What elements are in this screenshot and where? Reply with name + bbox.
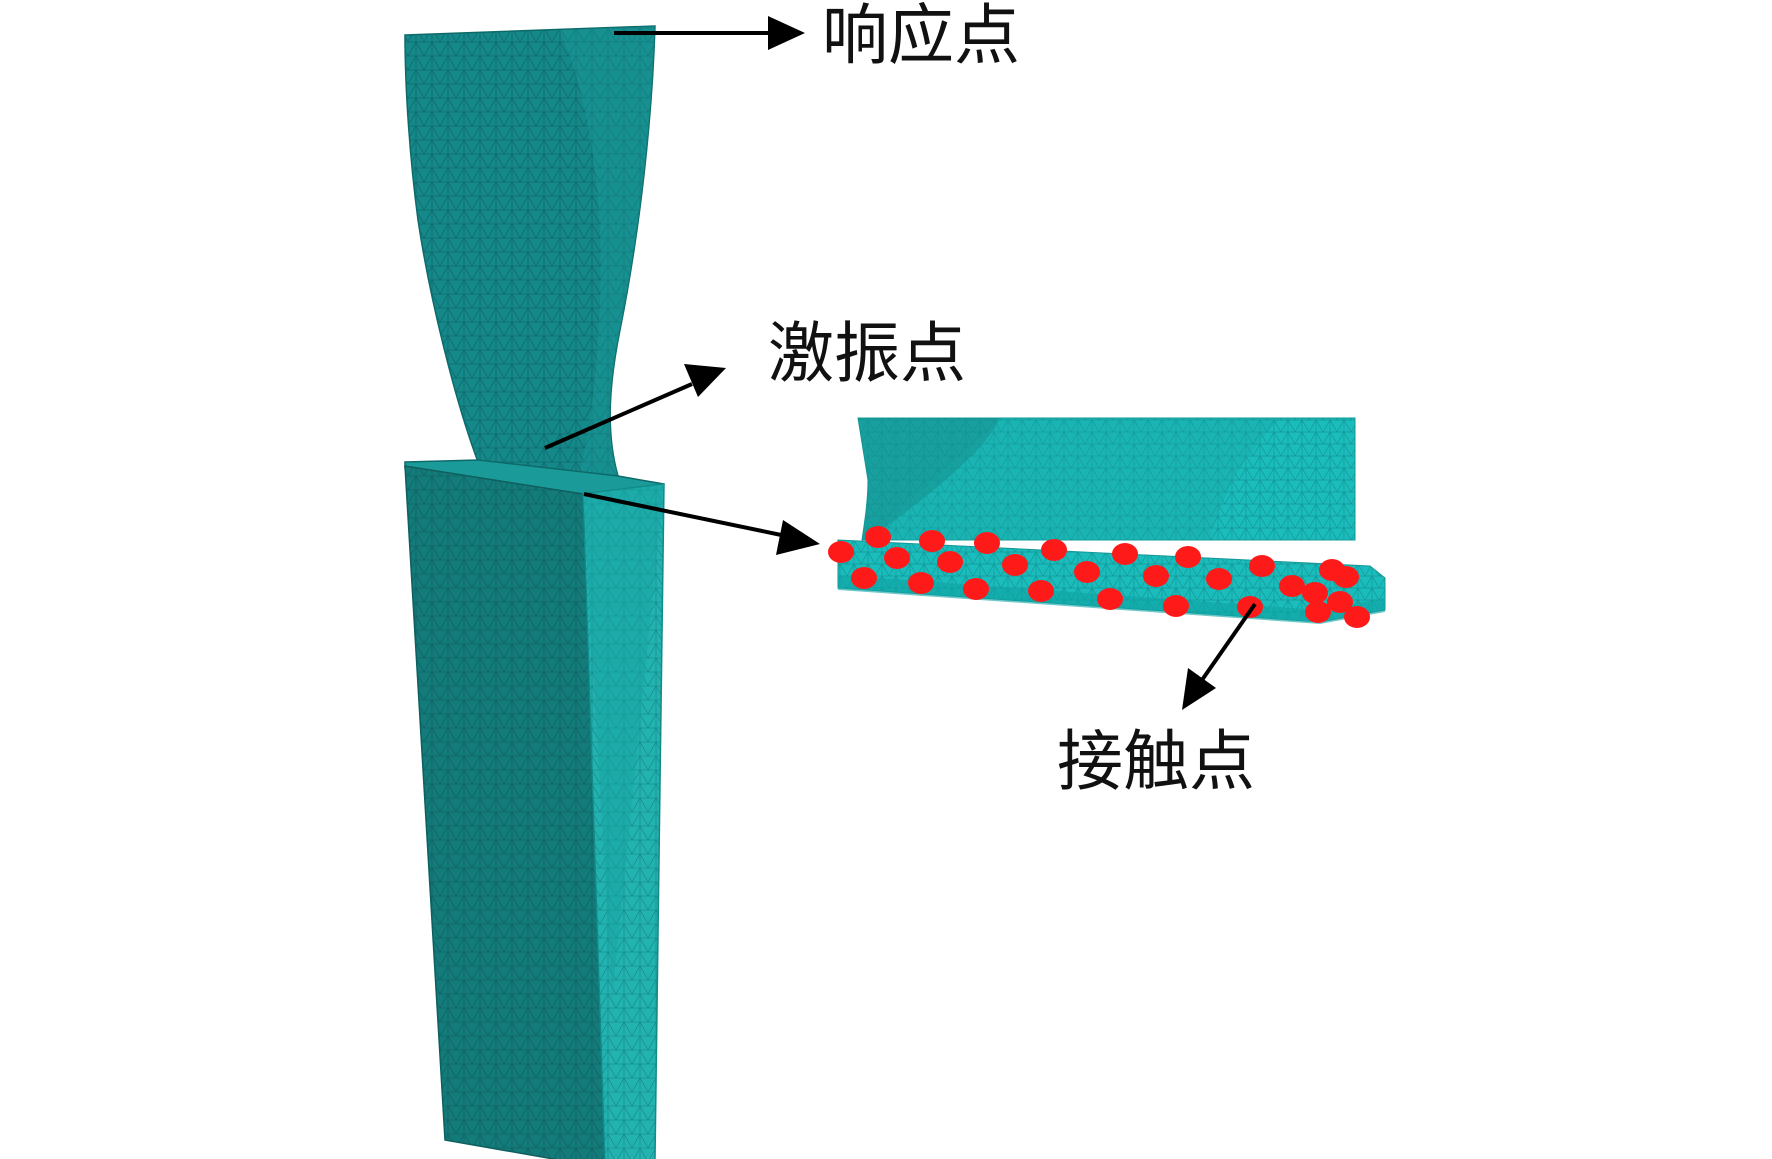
blade-root-facet xyxy=(583,484,664,1000)
contact-upper-curve xyxy=(858,418,1000,540)
contact-dot xyxy=(1074,561,1100,583)
contact-dot xyxy=(1175,546,1201,568)
contact-dot xyxy=(1097,588,1123,610)
contact-dot xyxy=(908,572,934,594)
contact-dot xyxy=(1327,591,1353,613)
contact-dot xyxy=(1302,582,1328,604)
excitation-point-arrow-head xyxy=(684,364,726,397)
contact-detail-view xyxy=(828,417,1386,628)
contact-dot xyxy=(1002,554,1028,576)
response-point-label: 响应点 xyxy=(822,0,1020,74)
contact-dot xyxy=(828,541,854,563)
contact-dot xyxy=(937,551,963,573)
contact-point-annotation: 接触点 xyxy=(1057,602,1257,800)
contact-dot xyxy=(884,547,910,569)
excitation-point-label: 激振点 xyxy=(768,315,966,392)
blade-airfoil-shade xyxy=(560,26,655,476)
contact-point-arrow-line xyxy=(1200,602,1257,682)
blade-root-left-face xyxy=(404,465,606,1159)
contact-dot xyxy=(1206,568,1232,590)
contact-dot xyxy=(1249,555,1275,577)
contact-dot xyxy=(1028,580,1054,602)
excitation-point-annotation: 激振点 xyxy=(544,315,966,450)
excitation-point-arrow-line xyxy=(544,382,693,450)
detail-pointer-arrow-line xyxy=(583,492,787,538)
contact-dot xyxy=(1344,606,1370,628)
contact-dot xyxy=(851,567,877,589)
response-point-annotation: 响应点 xyxy=(614,0,1020,74)
detail-pointer-arrow-head xyxy=(776,520,820,555)
contact-dot xyxy=(963,578,989,600)
contact-upper-shade xyxy=(875,418,1280,540)
contact-dots-group xyxy=(828,526,1370,628)
contact-dot xyxy=(1112,543,1138,565)
contact-dot xyxy=(1305,601,1331,623)
detail-pointer-annotation xyxy=(583,492,820,555)
contact-point-arrow-head xyxy=(1182,668,1216,710)
contact-dot xyxy=(974,532,1000,554)
contact-dot xyxy=(1163,595,1189,617)
contact-dot xyxy=(1041,539,1067,561)
contact-dot xyxy=(1143,565,1169,587)
response-point-arrow-head xyxy=(768,16,805,50)
contact-dot xyxy=(919,530,945,552)
contact-dot xyxy=(1333,566,1359,588)
contact-point-label: 接触点 xyxy=(1057,723,1255,800)
contact-dot xyxy=(1237,596,1263,618)
blade-model xyxy=(404,25,665,1159)
contact-dot xyxy=(865,526,891,548)
contact-dot xyxy=(1279,575,1305,597)
